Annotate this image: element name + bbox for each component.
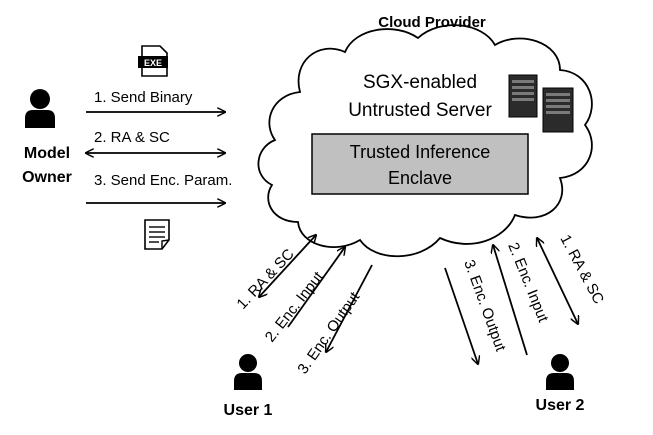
server-label-line1: SGX-enabled (363, 72, 477, 93)
user-1-step-3-arrow (326, 264, 373, 352)
owner-step-2-label: 2. RA & SC (94, 129, 170, 146)
user-2-step-3-arrow (444, 267, 478, 364)
exe-badge-label: EXE (144, 58, 162, 68)
user-2-label: User 2 (536, 397, 585, 414)
user-2-step-1-arrow (537, 238, 578, 324)
server-label-line2: Untrusted Server (348, 100, 492, 121)
exe-file-icon: EXE (138, 45, 168, 77)
user-1-person-icon (234, 354, 262, 390)
enclave-box (311, 133, 529, 195)
user-2-step-2-arrow (493, 245, 528, 356)
enclave-label-line1: Trusted Inference (350, 142, 490, 162)
parameter-document-icon (144, 219, 170, 250)
owner-step-3-label: 3. Send Enc. Param. (94, 172, 232, 189)
user-1-step-2-arrow (287, 247, 345, 328)
model-owner-label-line2: Owner (22, 169, 72, 186)
cloud-title: Cloud Provider (378, 14, 486, 31)
user-1-label: User 1 (224, 402, 273, 419)
owner-step-1-label: 1. Send Binary (94, 89, 193, 106)
user-1-step-1-arrow (259, 235, 316, 297)
user-2-person-icon (546, 354, 574, 390)
server-icon (508, 74, 574, 133)
model-owner-person-icon (25, 89, 55, 128)
model-owner-label-line1: Model (24, 145, 70, 162)
enclave-label-line2: Enclave (388, 168, 452, 188)
